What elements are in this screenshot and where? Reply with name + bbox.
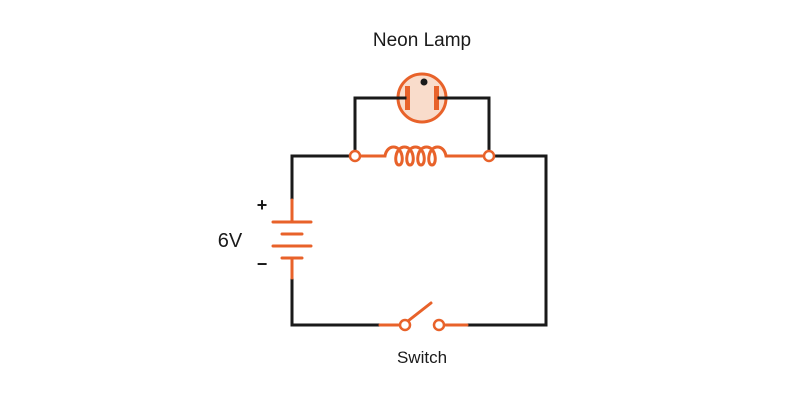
battery [271,198,313,280]
inductor [348,145,496,167]
neon-lamp-electrode-right-plate [434,86,439,110]
battery-minus-sign: − [257,254,268,274]
lamp-branch-wire [353,96,491,158]
inductor-coil [353,145,491,167]
top-left-wire [290,154,357,224]
top-right-wire [465,154,548,327]
neon-lamp-electrode-left-plate [405,86,410,110]
neon-lamp-gas-dot [420,78,428,86]
main-wires [290,154,548,327]
switch-terminal-left [398,318,412,332]
switch-terminal-right [432,318,446,332]
switch-lever [406,301,433,323]
switch [378,301,469,332]
neon-lamp [396,72,448,124]
voltage-label: 6V [218,230,243,252]
switch-label: Switch [397,348,447,367]
neon-lamp-label: Neon Lamp [373,30,471,51]
battery-plus-sign: + [257,195,268,215]
inductor-terminal-right [482,149,496,163]
inductor-terminal-left [348,149,362,163]
bottom-left-wire [290,276,382,327]
